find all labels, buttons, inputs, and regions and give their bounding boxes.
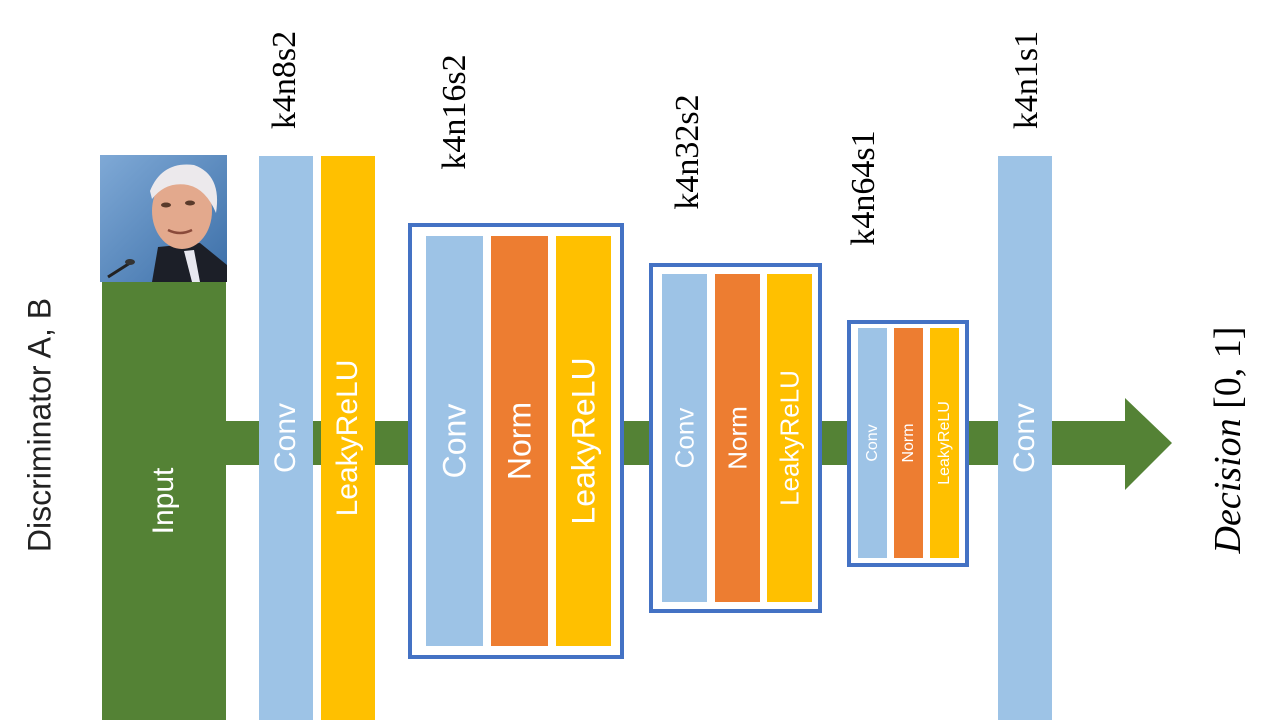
input-label: Input	[147, 467, 180, 534]
layer-5-conv-block: Conv	[998, 156, 1052, 720]
layer-2-conv-block: Conv	[426, 236, 483, 646]
output-label-decision: Decision	[1207, 418, 1249, 554]
layer-1-leakyrelu-block: LeakyReLU	[321, 156, 375, 720]
input-block: Input	[102, 281, 226, 720]
layer-4-norm-label: Norm	[899, 423, 917, 463]
input-face-image	[100, 155, 227, 282]
layer-3-conv-label: Conv	[669, 407, 699, 469]
layer-2-norm-label: Norm	[501, 401, 537, 481]
layer-4-leakyrelu-block: LeakyReLU	[930, 328, 959, 558]
layer-3-leakyrelu-block: LeakyReLU	[767, 274, 812, 602]
layer-2-conv-label: Conv	[436, 403, 472, 479]
layer-4-norm-block: Norm	[894, 328, 923, 558]
layer-3-params: k4n32s2	[669, 94, 706, 210]
layer-2-params: k4n16s2	[436, 54, 473, 170]
layer-4-conv-label: Conv	[863, 424, 881, 462]
layer-1-conv-block: Conv	[259, 156, 313, 720]
layer-1-leakyrelu-label: LeakyReLU	[331, 359, 364, 517]
output-label: Decision [0, 1]	[1206, 327, 1250, 554]
layer-3-norm-label: Norm	[722, 406, 752, 470]
output-label-range: [0, 1]	[1207, 326, 1249, 409]
layer-1-conv-label: Conv	[269, 402, 302, 474]
layer-3-norm-block: Norm	[715, 274, 760, 602]
layer-3-leakyrelu-label: LeakyReLU	[774, 370, 804, 506]
layer-3-conv-block: Conv	[662, 274, 707, 602]
layer-2-norm-block: Norm	[491, 236, 548, 646]
layer-1-params: k4n8s2	[266, 30, 303, 130]
layer-2-leakyrelu-label: LeakyReLU	[565, 357, 601, 525]
layer-4-params: k4n64s1	[845, 130, 882, 246]
layer-4-conv-block: Conv	[858, 328, 887, 558]
layer-2-leakyrelu-block: LeakyReLU	[556, 236, 611, 646]
layer-4-leakyrelu-label: LeakyReLU	[935, 401, 953, 485]
layer-5-params: k4n1s1	[1008, 30, 1045, 130]
layer-5-conv-label: Conv	[1008, 402, 1041, 474]
